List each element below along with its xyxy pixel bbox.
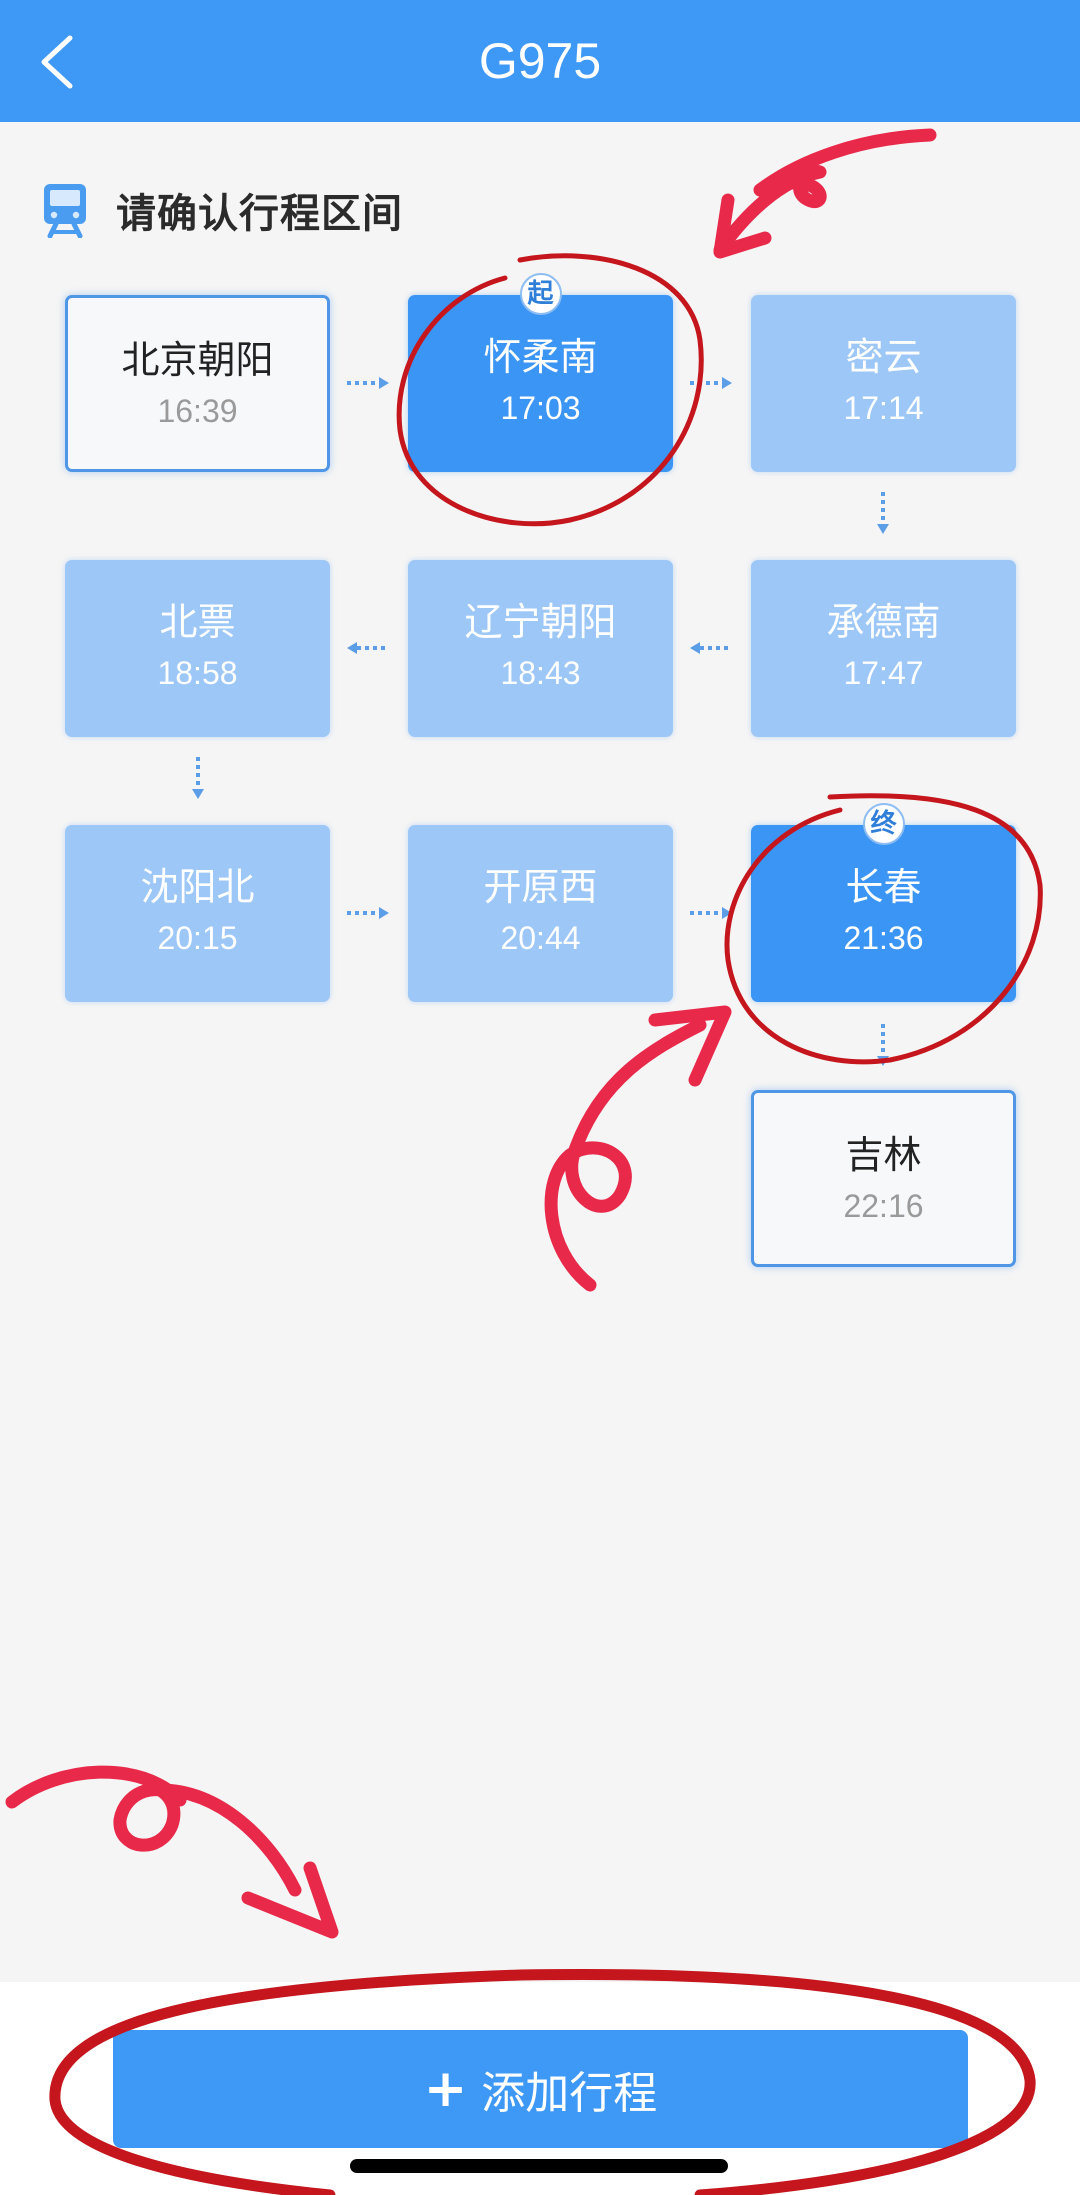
station-name: 怀柔南 — [483, 335, 598, 379]
add-trip-label: 添加行程 — [481, 2068, 658, 2119]
station-time: 22:16 — [843, 1188, 924, 1224]
station-name: 北京朝阳 — [121, 338, 274, 382]
station-card-start[interactable]: 起 怀柔南 17:03 — [408, 273, 673, 472]
station-time: 20:44 — [500, 920, 581, 956]
back-button[interactable] — [30, 26, 90, 96]
arrow-down-icon — [192, 757, 204, 799]
arrow-right-icon — [690, 907, 732, 919]
home-indicator — [350, 2159, 728, 2173]
plus-icon: + — [423, 2059, 468, 2119]
arrow-down-icon — [877, 492, 889, 534]
station-time: 20:15 — [157, 920, 238, 956]
start-badge: 起 — [519, 273, 562, 315]
station-name: 沈阳北 — [140, 865, 255, 909]
end-badge: 终 — [862, 803, 905, 845]
station-name: 长春 — [845, 865, 922, 909]
station-name: 密云 — [845, 335, 922, 379]
station-card[interactable]: 北票 18:58 — [65, 560, 330, 737]
station-time: 18:43 — [500, 655, 581, 691]
station-card[interactable]: 密云 17:14 — [751, 295, 1016, 472]
chevron-left-icon — [41, 35, 73, 89]
arrow-left-icon — [690, 642, 732, 654]
station-name: 承德南 — [826, 600, 941, 644]
station-time: 17:14 — [843, 390, 924, 426]
station-time: 18:58 — [157, 655, 238, 691]
train-icon — [44, 184, 86, 238]
station-time: 17:03 — [500, 390, 581, 426]
annotation-arrow-icon — [544, 1018, 707, 1292]
station-name: 开原西 — [483, 865, 598, 909]
section-heading: 请确认行程区间 — [42, 180, 403, 240]
station-card[interactable]: 辽宁朝阳 18:43 — [408, 560, 673, 737]
station-time: 17:47 — [843, 655, 924, 691]
station-time: 16:39 — [157, 393, 238, 429]
station-card[interactable]: 承德南 17:47 — [751, 560, 1016, 737]
station-card[interactable]: 北京朝阳 16:39 — [65, 295, 330, 472]
station-card[interactable]: 开原西 20:44 — [408, 825, 673, 1002]
annotation-arrow-icon — [713, 128, 937, 257]
arrow-down-icon — [877, 1024, 889, 1066]
station-name: 北票 — [159, 600, 236, 644]
arrow-left-icon — [347, 642, 389, 654]
station-time: 21:36 — [843, 920, 924, 956]
station-card[interactable]: 沈阳北 20:15 — [65, 825, 330, 1002]
arrow-right-icon — [347, 377, 389, 389]
station-card-end[interactable]: 终 长春 21:36 — [751, 803, 1016, 1002]
station-name: 吉林 — [845, 1133, 922, 1177]
station-name: 辽宁朝阳 — [464, 600, 617, 644]
station-card[interactable]: 吉林 22:16 — [751, 1090, 1016, 1267]
annotation-arrow-icon — [5, 1765, 302, 1897]
arrow-right-icon — [690, 377, 732, 389]
nav-header: G975 — [0, 0, 1080, 122]
section-title-text: 请确认行程区间 — [116, 191, 403, 237]
page-title: G975 — [478, 33, 602, 89]
arrow-right-icon — [347, 907, 389, 919]
add-trip-button[interactable]: + 添加行程 — [113, 2030, 968, 2148]
